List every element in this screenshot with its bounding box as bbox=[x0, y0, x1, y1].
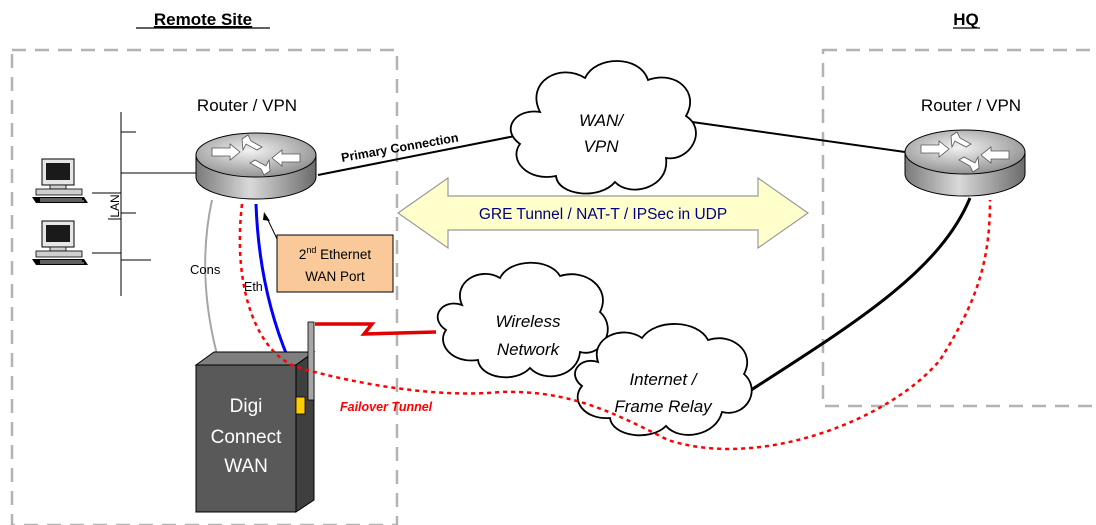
hq-router bbox=[904, 129, 1026, 197]
wan-cloud-label-1: WAN/ bbox=[579, 111, 625, 130]
hq-site-region bbox=[821, 48, 1096, 408]
internet-cloud bbox=[574, 323, 753, 437]
computer-icon bbox=[31, 220, 89, 266]
antenna-icon bbox=[307, 321, 315, 401]
device-label-2: Connect bbox=[211, 427, 282, 448]
console-cable bbox=[204, 199, 243, 371]
hq-router-label: Router / VPN bbox=[921, 96, 1021, 115]
hq-site-title: HQ bbox=[953, 10, 979, 29]
lan-label: LAN bbox=[108, 194, 122, 217]
lightning-icon bbox=[315, 322, 437, 336]
cloud-icon bbox=[574, 323, 753, 437]
wan-cloud-label-2: VPN bbox=[584, 137, 620, 156]
wireless-cloud-label-2: Network bbox=[497, 340, 561, 359]
callout-line2: WAN Port bbox=[305, 269, 365, 284]
router-icon bbox=[195, 132, 317, 200]
remote-router-label: Router / VPN bbox=[197, 96, 297, 115]
remote-site-title: Remote Site bbox=[154, 10, 252, 29]
ethernet-label: Eth bbox=[244, 280, 263, 294]
internet-cloud-label-1: Internet / bbox=[629, 370, 698, 389]
wireless-cloud bbox=[436, 261, 609, 379]
device-label-1: Digi bbox=[230, 396, 263, 417]
remote-site-region bbox=[10, 48, 399, 525]
ethernet-cable bbox=[254, 203, 290, 359]
remote-router bbox=[195, 132, 317, 200]
lan-network bbox=[92, 112, 201, 296]
hq-internet-link bbox=[747, 197, 972, 394]
wan-cloud bbox=[509, 60, 697, 195]
console-label: Cons bbox=[190, 262, 221, 277]
primary-connection-line bbox=[317, 119, 906, 176]
digi-connect-wan-device bbox=[194, 351, 316, 513]
failover-tunnel-path bbox=[238, 199, 992, 451]
failover-tunnel-label: Failover Tunnel bbox=[340, 400, 433, 414]
svg-text:2nd Ethernet: 2nd Ethernet bbox=[299, 245, 372, 262]
router-icon bbox=[904, 129, 1026, 197]
cloud-icon bbox=[509, 60, 697, 195]
internet-cloud-label-2: Frame Relay bbox=[614, 397, 713, 416]
ethernet-wan-port-callout: 2nd Ethernet WAN Port bbox=[263, 212, 394, 293]
cloud-icon bbox=[436, 261, 609, 379]
computer-icon bbox=[31, 158, 89, 204]
device-label-3: WAN bbox=[224, 456, 268, 477]
tunnel-arrow bbox=[396, 176, 810, 250]
tunnel-label: GRE Tunnel / NAT-T / IPSec in UDP bbox=[479, 206, 727, 223]
wireless-cloud-label-1: Wireless bbox=[495, 312, 561, 331]
